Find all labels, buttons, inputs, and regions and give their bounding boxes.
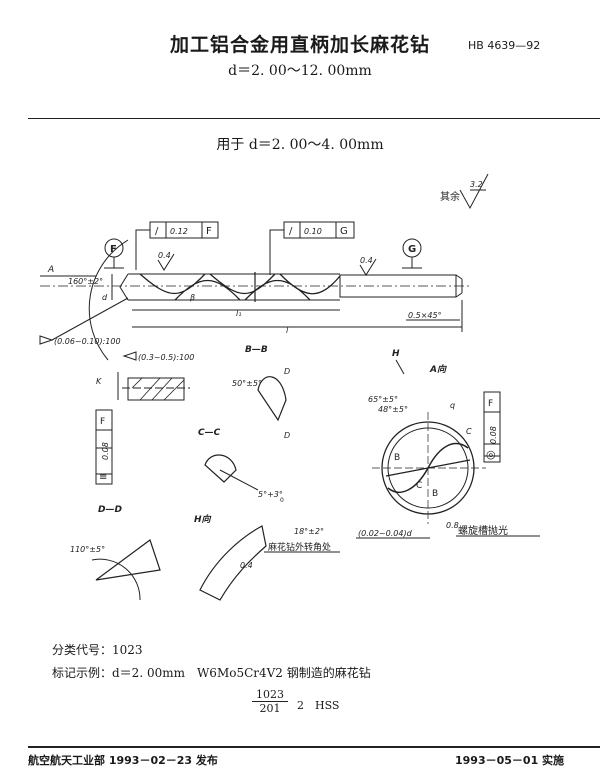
datum-f-label: F (110, 244, 117, 255)
roughness-note: 其余 (440, 190, 460, 203)
svg-text:0.12: 0.12 (170, 227, 188, 236)
cc-angle-sub: 0 (280, 497, 284, 504)
section-bb-label: B—B (245, 345, 268, 355)
flute-length-label: l₁ (236, 309, 241, 318)
end-view: B B C q C (372, 401, 486, 524)
back-taper-1: (0.06~0.10):100 (54, 337, 121, 346)
svg-text:F: F (206, 226, 212, 237)
diameter-label: d (102, 293, 108, 302)
a-angle-2: 48°±5° (378, 405, 408, 414)
svg-text:G: G (340, 226, 348, 237)
issue-date: 航空航天工业部 1993－02－23 发布 (28, 754, 218, 767)
bb-d-label-2: D (284, 431, 290, 440)
fraction-denominator: 201 (259, 702, 281, 715)
symmetry-tolerance-box: ≡ (95, 447, 113, 485)
section-cc-label: C—C (198, 428, 221, 438)
bb-d-label: D (284, 367, 290, 376)
diameter-range: d＝2. 00～12. 00mm (228, 63, 372, 79)
effective-date: 1993－05－01 实施 (455, 754, 565, 767)
section-a-label: A (47, 265, 54, 275)
k-label: K (96, 377, 102, 386)
svg-text:/: / (155, 226, 159, 237)
roughness-value: 3.2 (470, 180, 483, 189)
roughness-04-a: 0.4 (158, 251, 171, 260)
svg-text:C: C (466, 427, 472, 436)
tolerance-box-3: F 0.08 (95, 409, 113, 475)
svg-text:≡: ≡ (99, 472, 107, 483)
svg-text:F: F (488, 399, 493, 409)
dd-angle: 110°±5° (70, 545, 105, 554)
view-h2-label: H向 (194, 514, 212, 525)
tip-angle-dim: 160°±2° (68, 277, 103, 286)
svg-text:0.10: 0.10 (304, 227, 322, 236)
taper-arrow-2-icon (122, 351, 137, 361)
section-dd-label: D—D (98, 505, 122, 515)
svg-text:q: q (450, 401, 455, 410)
marking-suffix: 2 HSS (297, 699, 340, 712)
web-thickness-dim: (0.02~0.04)d (358, 529, 413, 538)
svg-text:0.08: 0.08 (101, 442, 110, 460)
runout-tolerance-box-1: / 0.12 F (135, 221, 219, 270)
svg-text:0.08: 0.08 (489, 426, 498, 444)
section-cc-shape (204, 454, 237, 483)
document-title: 加工铝合金用直柄加长麻花钻 (169, 34, 430, 56)
a-angle-1: 65°±5° (368, 395, 398, 404)
flute-corner-note: 麻花钻外转角处 (268, 541, 331, 553)
section-dd-shape (95, 539, 161, 581)
tolerance-box-right: F 0.08 ◎ (483, 391, 501, 463)
flute-polish-note: 螺旋槽抛光 (458, 524, 508, 537)
roughness-04-c: 0.4 (240, 561, 253, 570)
roughness-04-b: 0.4 (360, 256, 373, 265)
marking-example: 标记示例：d＝2. 00mm W6Mo5Cr4V2 钢制造的麻花钻 (52, 666, 371, 680)
h-view-shape (199, 525, 267, 601)
bb-angle: 50°±5° (232, 379, 262, 388)
classification-code: 分类代号：1023 (52, 643, 143, 657)
svg-text:F: F (100, 417, 105, 427)
shank-detail: K (96, 372, 190, 401)
technical-drawing: 其余 3.2 F / 0.12 F / 0.10 G G 0.4 0.4 (39, 173, 540, 601)
view-a-label: A向 (429, 364, 447, 375)
footer-rule (28, 746, 600, 748)
svg-text:B: B (432, 489, 438, 499)
helix-angle-label: β (189, 293, 195, 302)
chamfer-dim: 0.5×45° (408, 311, 442, 320)
svg-text:/: / (289, 226, 293, 237)
svg-text:C: C (416, 481, 422, 491)
back-taper-2: (0.3~0.5):100 (138, 353, 194, 362)
svg-text:◎: ◎ (486, 448, 496, 461)
h-angle: 18°±2° (294, 527, 324, 536)
drawing-subtitle: 用于 d＝2. 00～4. 00mm (216, 137, 384, 153)
total-length-label: l (286, 326, 289, 335)
roughness-08: 0.8 (446, 521, 459, 530)
tip-angle-arc (88, 239, 129, 361)
standard-number: HB 4639—92 (468, 39, 541, 52)
svg-text:B: B (394, 453, 400, 463)
drill-body (40, 272, 470, 302)
view-h-label: H (392, 349, 400, 359)
datum-g-label: G (408, 244, 416, 255)
taper-arrow-icon (39, 335, 54, 345)
runout-tolerance-box-2: / 0.10 G (269, 221, 355, 275)
fraction-numerator: 1023 (252, 688, 288, 702)
header-rule (28, 118, 600, 119)
section-bb-shape (257, 376, 287, 422)
roughness-symbol-icon (459, 173, 489, 210)
cc-angle: 5°+3° (258, 490, 283, 499)
marking-fraction: 1023 201 (252, 688, 288, 715)
